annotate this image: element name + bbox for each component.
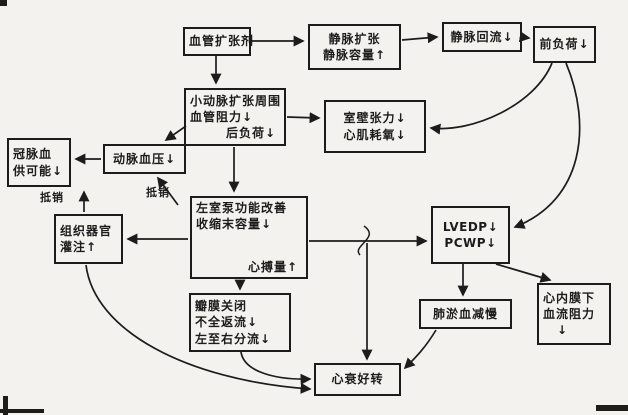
node-valve-label-3: 左至右分流↓ xyxy=(195,331,272,346)
node-valve-label-2: 不全返流↓ xyxy=(195,315,259,330)
node-subendocardial-label-3: ↓ xyxy=(557,323,569,338)
node-lv-pump-label-1: 左室泵功能改善 xyxy=(196,201,288,215)
arrow-lvedp-to-subendocardial xyxy=(495,263,552,283)
node-lv-pump-label-2: 收缩末容量↓ xyxy=(196,217,273,232)
scan-artifact-bottom-right-smear xyxy=(596,405,628,411)
node-venous-return-label: 静脉回流↓ xyxy=(450,29,514,44)
node-pulmonary-label: 肺淤血减慢 xyxy=(432,306,498,321)
offset-label-mid: 抵销 xyxy=(146,186,170,199)
node-wall-tension-label-2: 心肌耗氧↓ xyxy=(343,127,407,142)
node-lvedp-label-2: PCWP↓ xyxy=(444,236,497,250)
node-arterial-bp-label: 动脉血压↓ xyxy=(112,151,177,166)
scan-artifact-bottom-left-smear xyxy=(0,409,44,413)
node-arteriolar-label-2: 血管阻力↓ xyxy=(190,109,254,124)
arrow-venous-return-to-preload xyxy=(518,31,531,43)
node-venous-dilation-label-1: 静脉扩张 xyxy=(328,31,381,46)
arrow-venous-dilation-to-venous-return xyxy=(401,32,439,44)
node-vasodilator-label: 血管扩张剂 xyxy=(189,34,255,49)
arrow-arteriolar-to-arterial-bp xyxy=(164,125,187,141)
curve-perfusion-to-hf-improve xyxy=(85,264,312,394)
node-lvedp-label-1: LVEDP↓ xyxy=(442,219,499,234)
curve-valve-to-hf-improve xyxy=(240,351,312,385)
node-organ-perfusion: 组织器官 灌注↑ xyxy=(54,214,123,264)
node-venous-dilation: 静脉扩张 静脉容量↑ xyxy=(308,24,401,70)
node-subendocardial-resistance: 心内膜下 血流阻力 ↓ xyxy=(537,283,611,345)
node-wall-tension-label-1: 室壁张力↓ xyxy=(343,111,407,126)
arrow-arteriolar-to-wall-tension xyxy=(286,112,321,124)
scan-artifact-bottom-left-bar xyxy=(3,396,8,415)
node-preload: 前负荷↓ xyxy=(533,26,596,63)
node-lv-pump-function: 左室泵功能改善 收缩末容量↓ 心搏量↑ xyxy=(190,196,308,279)
node-valve-label-1: 瓣膜关闭 xyxy=(195,299,248,314)
node-coronary-supply: 冠脉血 供可能↓ xyxy=(7,138,71,187)
node-perfusion-label-2: 灌注↑ xyxy=(60,240,98,254)
node-lv-pump-label-3: 心搏量↑ xyxy=(247,259,298,274)
node-vasodilator: 血管扩张剂 xyxy=(183,27,255,56)
node-venous-return: 静脉回流↓ xyxy=(442,22,522,52)
node-valve-regurgitation: 瓣膜关闭 不全返流↓ 左至右分流↓ xyxy=(189,293,291,352)
node-preload-label: 前负荷↓ xyxy=(539,37,590,52)
curve-preload-to-lvedp xyxy=(513,62,581,229)
offset-label-left: 抵销 xyxy=(40,191,64,204)
node-arterial-bp: 动脉血压↓ xyxy=(103,144,186,174)
node-subendocardial-label-1: 心内膜下 xyxy=(543,290,596,305)
node-hf-improvement-label: 心衰好转 xyxy=(331,372,384,387)
node-subendocardial-label-2: 血流阻力 xyxy=(543,306,596,321)
curve-preload-to-wall-tension xyxy=(429,62,553,135)
node-arteriolar-label-1: 小动脉扩张周围 xyxy=(190,93,282,108)
node-arteriolar-label-3: 后负荷↓ xyxy=(225,126,276,141)
node-coronary-label-1: 冠脉血 xyxy=(13,147,53,162)
node-wall-tension: 室壁张力↓ 心肌耗氧↓ xyxy=(324,100,426,153)
curve-pulmonary-to-hf-improve xyxy=(403,329,437,370)
break-squiggle xyxy=(357,225,371,256)
node-lvedp-pcwp: LVEDP↓ PCWP↓ xyxy=(431,206,510,264)
arrow-lv-pump-to-arterial-bp-offset xyxy=(157,176,179,206)
node-coronary-label-2: 供可能↓ xyxy=(13,163,64,178)
node-hf-improvement: 心衰好转 xyxy=(314,363,401,396)
scan-artifact-top-left-dot xyxy=(0,0,7,6)
node-perfusion-label-1: 组织器官 xyxy=(60,223,113,238)
node-venous-dilation-label-2: 静脉容量↑ xyxy=(322,48,387,62)
node-pulmonary-congestion: 肺淤血减慢 xyxy=(419,299,512,329)
node-arteriolar-dilation: 小动脉扩张周围 血管阻力↓ 后负荷↓ xyxy=(184,88,286,146)
